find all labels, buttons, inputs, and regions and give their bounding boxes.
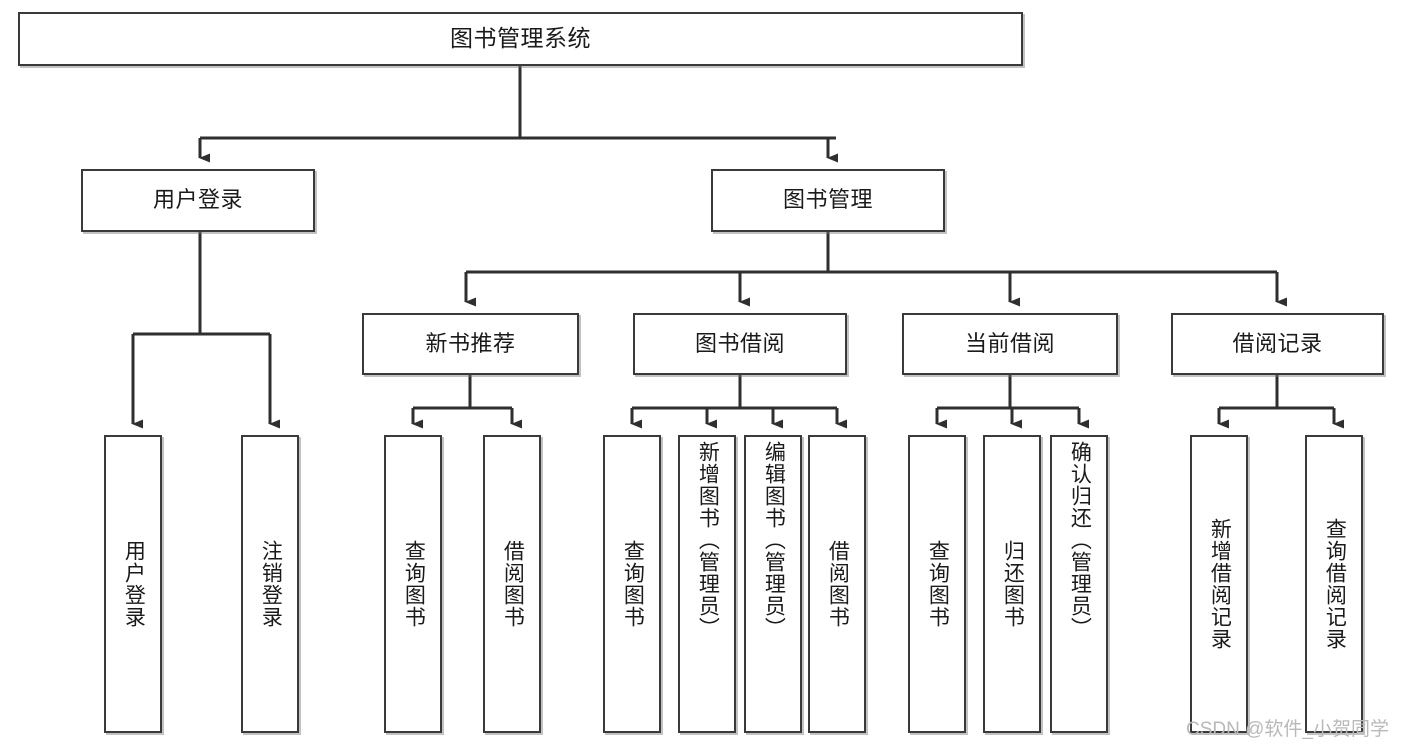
node-leaf-borrow-book-2[interactable]: 借阅图书 — [808, 435, 866, 733]
node-leaf-query-book-2[interactable]: 查询图书 — [603, 435, 661, 733]
node-leaf-query-book-3[interactable]: 查询图书 — [908, 435, 966, 733]
node-label: 归还图书 — [1001, 540, 1025, 628]
node-leaf-user-login[interactable]: 用户登录 — [104, 435, 162, 733]
node-label: 新书推荐 — [425, 330, 516, 356]
node-leaf-query-record[interactable]: 查询借阅记录 — [1305, 435, 1363, 733]
node-label: 编辑图书（管理员） — [762, 441, 786, 639]
node-label: 用户登录 — [152, 187, 243, 213]
node-label: 注销登录 — [259, 540, 283, 628]
node-label: 用户登录 — [122, 540, 146, 628]
node-label: 图书管理系统 — [450, 25, 591, 52]
node-leaf-return-book[interactable]: 归还图书 — [983, 435, 1041, 733]
node-label: 借阅图书 — [501, 540, 525, 628]
node-label: 查询借阅记录 — [1323, 518, 1347, 650]
node-label: 借阅图书 — [826, 540, 850, 628]
node-label: 查询图书 — [621, 540, 645, 628]
node-current-borrow[interactable]: 当前借阅 — [902, 313, 1118, 375]
node-root-system[interactable]: 图书管理系统 — [18, 12, 1023, 66]
node-leaf-edit-book[interactable]: 编辑图书（管理员） — [744, 435, 802, 733]
node-new-book-recommend[interactable]: 新书推荐 — [362, 313, 579, 375]
node-leaf-confirm-return[interactable]: 确认归还（管理员） — [1050, 435, 1108, 733]
node-user-login[interactable]: 用户登录 — [81, 169, 315, 232]
node-leaf-borrow-book-1[interactable]: 借阅图书 — [483, 435, 541, 733]
node-label: 新增借阅记录 — [1208, 518, 1232, 650]
node-book-borrow[interactable]: 图书借阅 — [633, 313, 847, 375]
node-label: 图书借阅 — [694, 330, 785, 356]
node-label: 查询图书 — [402, 540, 426, 628]
watermark-text: CSDN @软件_小贺同学 — [1186, 719, 1389, 740]
node-label: 确认归还（管理员） — [1068, 441, 1092, 639]
node-book-manage[interactable]: 图书管理 — [711, 169, 945, 232]
node-label: 借阅记录 — [1232, 330, 1323, 356]
node-label: 查询图书 — [926, 540, 950, 628]
node-borrow-record[interactable]: 借阅记录 — [1171, 313, 1384, 375]
node-label: 当前借阅 — [964, 330, 1055, 356]
node-leaf-add-record[interactable]: 新增借阅记录 — [1190, 435, 1248, 733]
node-label: 图书管理 — [782, 187, 873, 213]
node-leaf-logout-login[interactable]: 注销登录 — [241, 435, 299, 733]
node-label: 新增图书（管理员） — [696, 441, 720, 639]
node-leaf-add-book[interactable]: 新增图书（管理员） — [678, 435, 736, 733]
node-leaf-query-book-1[interactable]: 查询图书 — [384, 435, 442, 733]
